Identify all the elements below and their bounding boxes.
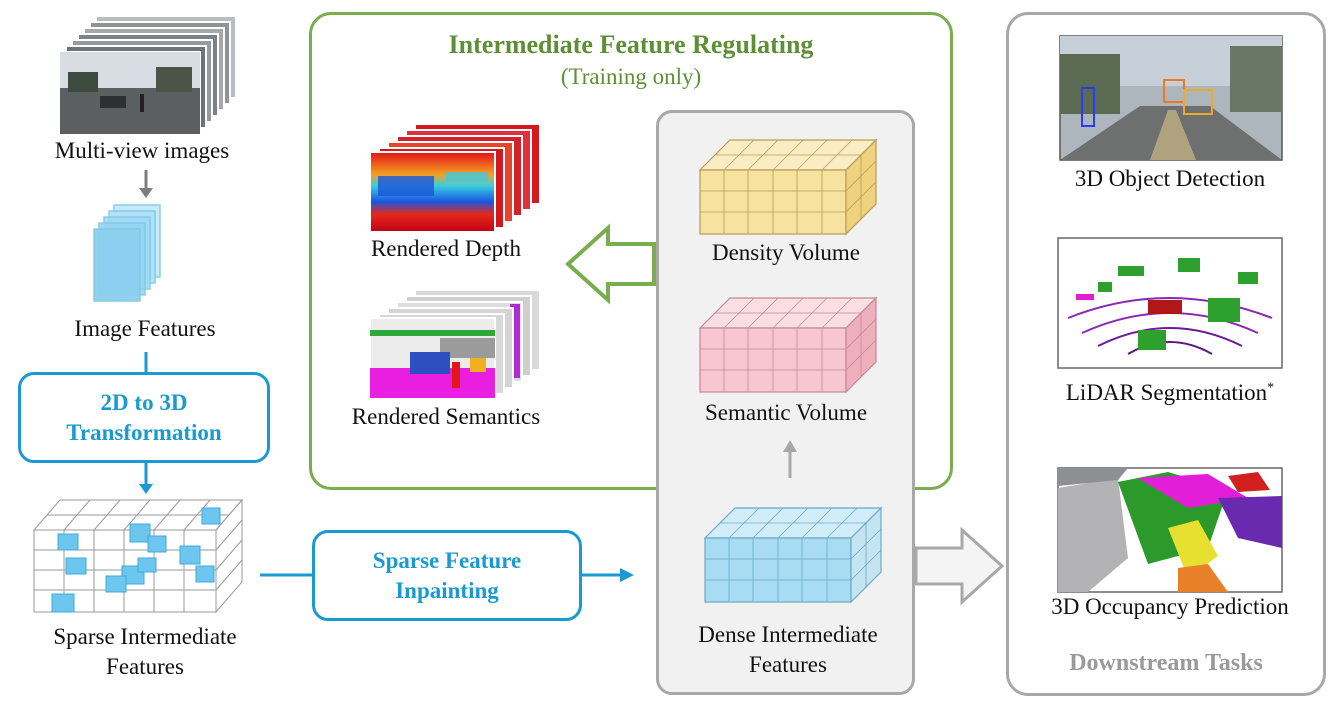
task-object-detection-label: 3D Object Detection: [1074, 166, 1266, 191]
task-lidar-segmentation-label: LiDAR Segmentation*: [1020, 380, 1320, 406]
semantic-volume-cube: [698, 296, 878, 394]
rendered-semantics-stack: [369, 289, 541, 399]
transformation-box: 2D to 3D Transformation: [18, 372, 270, 463]
image-features-stack: [93, 204, 161, 302]
image-features-label: Image Features: [74, 316, 216, 341]
dense-features-cube: [703, 506, 883, 604]
sparse-features-grid: [32, 498, 244, 614]
regulating-subtitle: (Training only): [560, 64, 702, 89]
rendered-semantics-label: Rendered Semantics: [351, 404, 541, 429]
multiview-images-label: Multi-view images: [54, 138, 230, 163]
sparse-features-label: Sparse Intermediate Features: [53, 624, 237, 679]
lidar-segmentation-image: [1057, 237, 1283, 369]
density-volume-label: Density Volume: [711, 240, 861, 265]
sparse-feature-inpainting-box: Sparse Feature Inpainting: [312, 530, 582, 621]
regulating-panel: [309, 12, 953, 490]
task-occupancy-prediction-label: 3D Occupancy Prediction: [1051, 594, 1289, 619]
regulating-title: Intermediate Feature Regulating: [448, 30, 814, 59]
rendered-depth-stack: [369, 123, 541, 233]
semantic-volume-label: Semantic Volume: [704, 400, 868, 425]
task-lidar-segmentation-text: LiDAR Segmentation: [1065, 380, 1268, 405]
multiview-image-stack: [59, 15, 237, 135]
dense-features-label: Dense Intermediate Features: [698, 622, 878, 677]
task-lidar-segmentation-mark: *: [1267, 380, 1275, 396]
density-volume-cube: [698, 138, 878, 236]
occupancy-prediction-image: [1057, 467, 1283, 593]
rendered-depth-label: Rendered Depth: [370, 236, 522, 261]
downstream-title: Downstream Tasks: [1069, 650, 1263, 676]
object-detection-image: [1059, 35, 1283, 161]
image-frame-front: [59, 51, 201, 135]
